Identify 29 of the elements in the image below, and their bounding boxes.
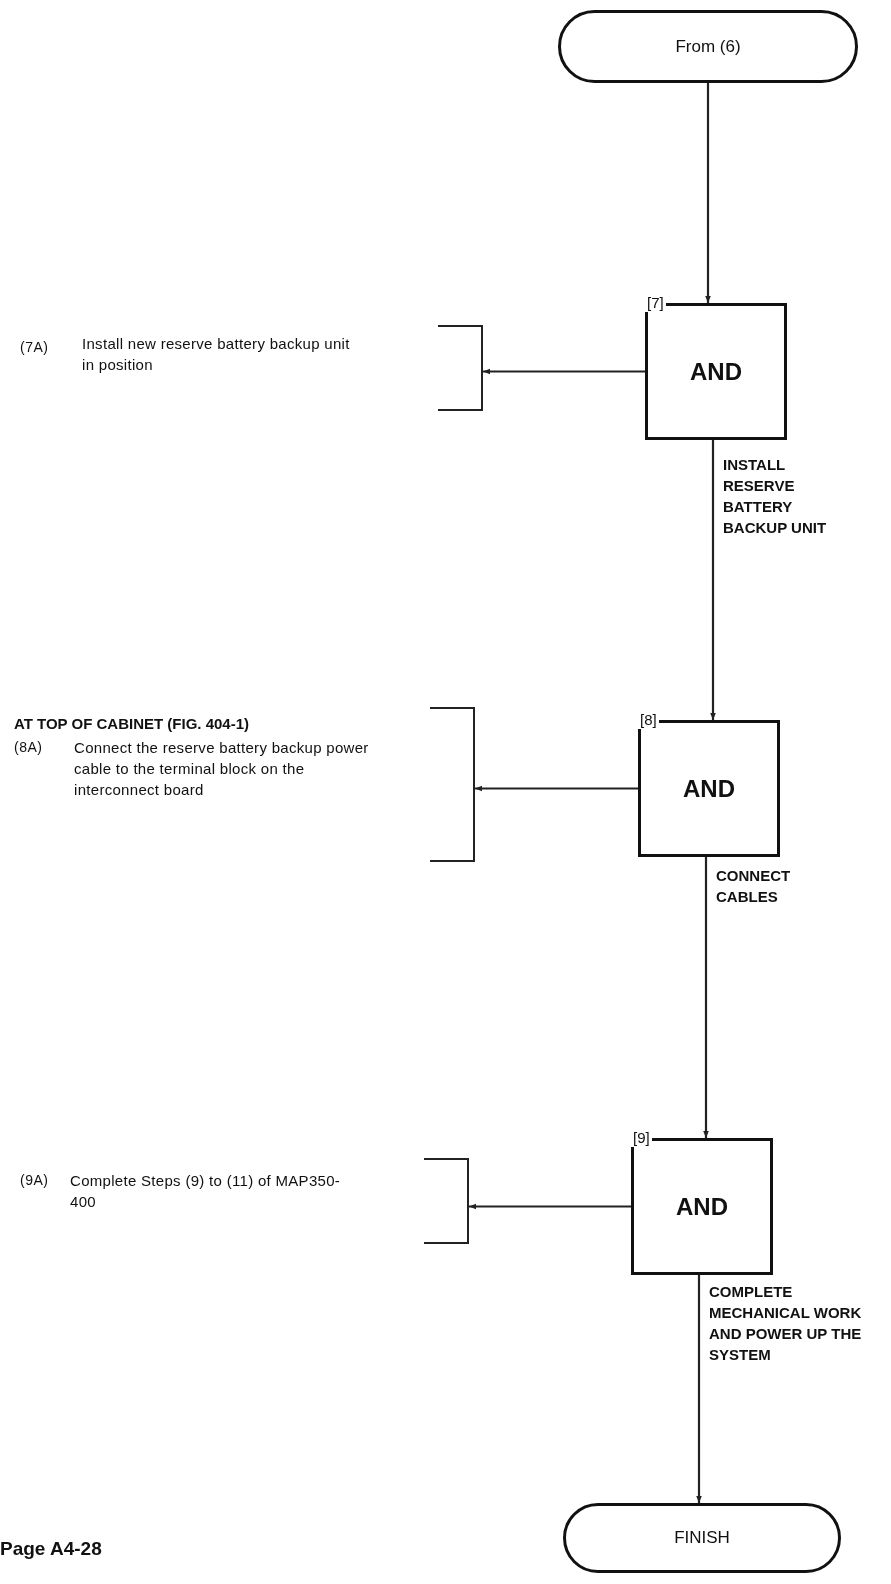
page-number: Page A4-28 xyxy=(0,1538,102,1560)
terminal-text: FINISH xyxy=(674,1528,730,1548)
edge-label: INSTALL RESERVE BATTERY BACKUP UNIT xyxy=(723,455,828,538)
instruction-text: Install new reserve battery backup unit in position xyxy=(82,334,351,375)
edge-label: CONNECT CABLES xyxy=(716,866,792,907)
step-number: [7] xyxy=(645,294,666,312)
gate-label: AND xyxy=(690,357,742,386)
instruction-text: Complete Steps (9) to (11) of MAP350-400 xyxy=(70,1171,342,1212)
step-tag: (7A) xyxy=(20,339,49,355)
note-heading: AT TOP OF CABINET (FIG. 404-1) xyxy=(14,715,250,732)
arrow xyxy=(696,1275,702,1503)
bracket xyxy=(424,1158,469,1244)
arrow xyxy=(475,785,638,792)
gate-label: AND xyxy=(683,774,735,803)
step-number: [9] xyxy=(631,1129,652,1147)
arrow xyxy=(483,368,645,375)
arrow xyxy=(710,440,716,720)
step-number: [8] xyxy=(638,711,659,729)
step-tag: (8A) xyxy=(14,739,43,755)
arrow xyxy=(469,1203,631,1210)
step-tag: (9A) xyxy=(20,1172,49,1188)
edge-label: COMPLETE MECHANICAL WORK AND POWER UP THE SYSTEM xyxy=(709,1282,863,1365)
bracket xyxy=(438,325,483,411)
gate-label: AND xyxy=(676,1192,728,1221)
terminal-text: From (6) xyxy=(675,36,741,57)
instruction-text: Connect the reserve battery backup power cable to the terminal block on the interconnect board xyxy=(74,738,370,800)
bracket xyxy=(430,707,475,862)
arrow xyxy=(703,857,709,1138)
arrow xyxy=(705,83,711,303)
